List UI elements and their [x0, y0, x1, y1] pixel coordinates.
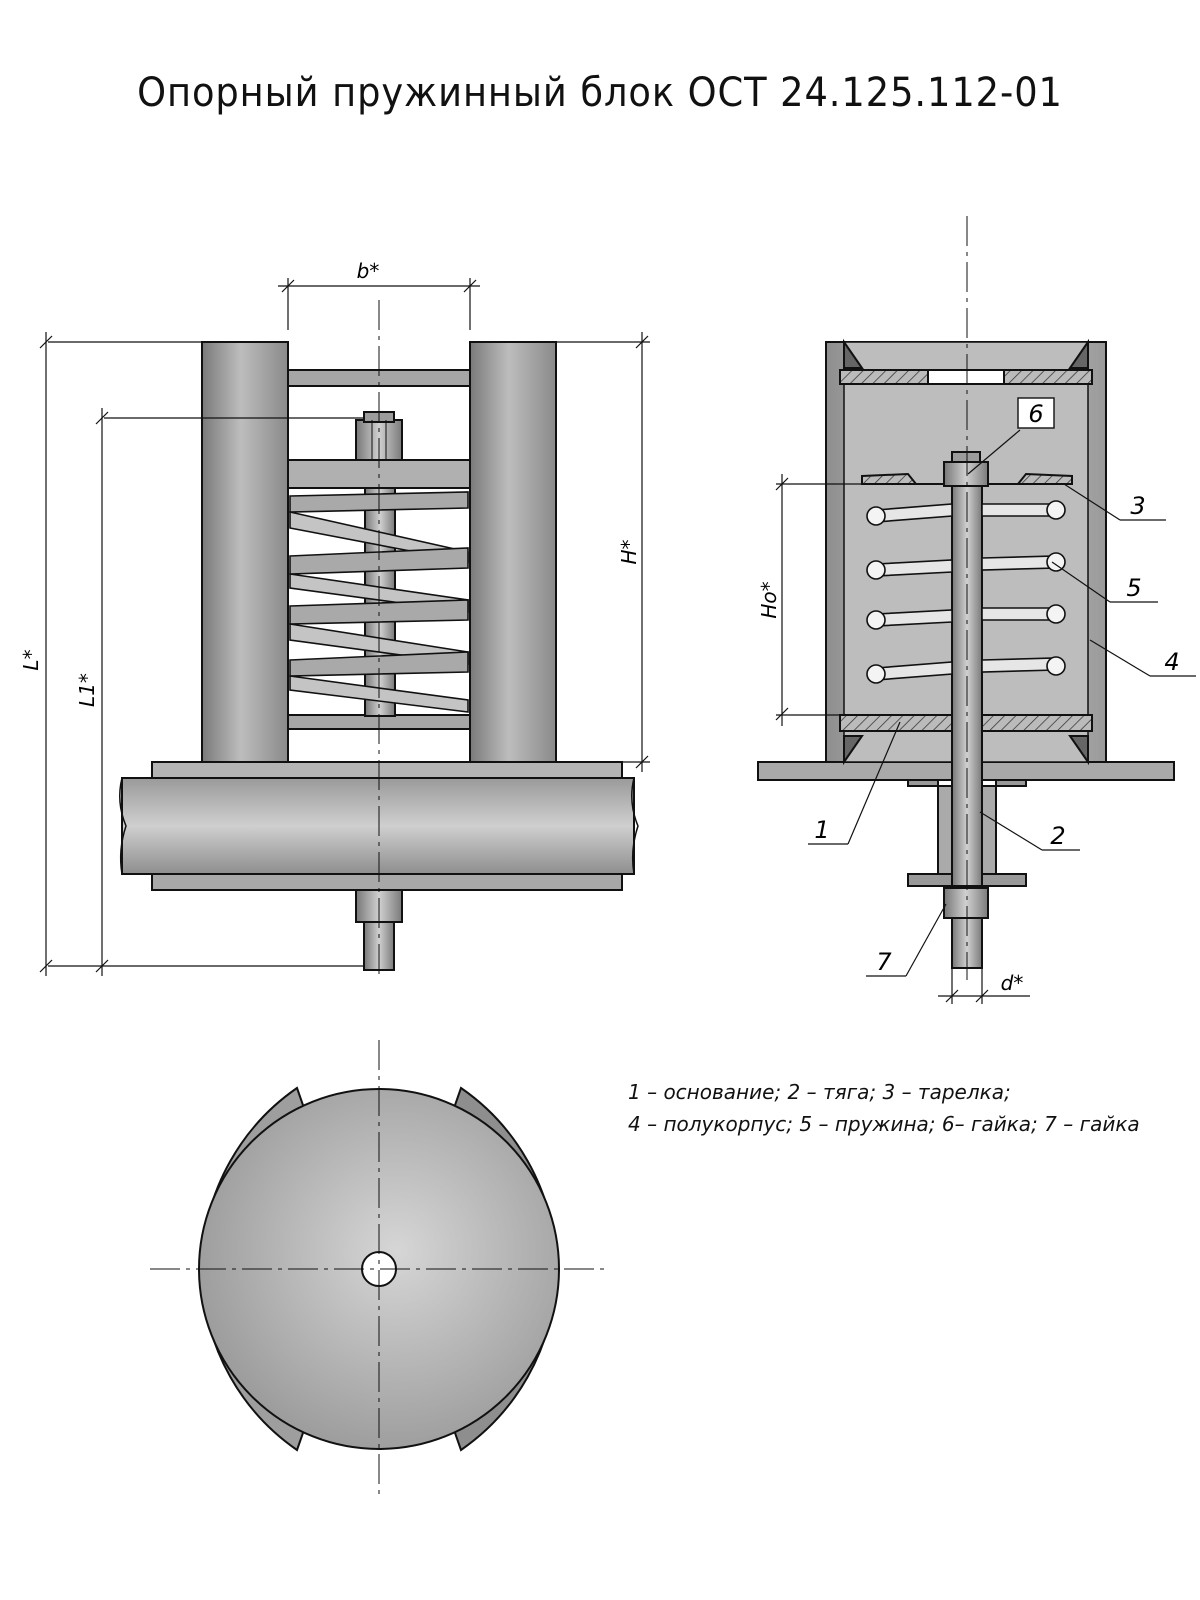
callout-5: 5 — [1126, 574, 1141, 602]
spring-section — [866, 500, 1066, 684]
housing-post-right — [469, 341, 557, 763]
plan-view — [150, 1040, 606, 1500]
nut-7 — [943, 887, 989, 919]
dim-H-label: H* — [617, 539, 641, 564]
callout-6-box — [1017, 397, 1055, 429]
front-view-dimensions — [39, 278, 650, 976]
dim-b-label: b* — [357, 259, 380, 283]
nut-6 — [943, 461, 989, 487]
callout-1: 1 — [814, 816, 829, 844]
drawing-title: Опорный пружинный блок ОСТ 24.125.112-01 — [137, 70, 1063, 116]
ibeam-section — [907, 779, 1027, 887]
dim-d-label: d* — [1001, 971, 1024, 995]
callout-6: 6 — [1028, 400, 1043, 428]
callout-3: 3 — [1130, 492, 1145, 520]
section-view-annotations — [775, 429, 1196, 1004]
section-view — [757, 216, 1175, 980]
support-beam — [151, 761, 623, 779]
housing-post-left — [201, 341, 289, 763]
front-view — [119, 300, 639, 980]
plate-3 — [861, 472, 1073, 485]
legend-line-2: 4 – полукорпус; 5 – пружина; 6– гайка; 7… — [628, 1112, 1140, 1136]
callout-4: 4 — [1164, 648, 1179, 676]
callout-2: 2 — [1050, 822, 1065, 850]
callout-7: 7 — [876, 948, 892, 976]
dim-L1-label: L1* — [75, 673, 99, 707]
dim-L-label: L* — [19, 649, 43, 670]
dim-Ho-label: Ho* — [757, 581, 781, 618]
legend-line-1: 1 – основание; 2 – тяга; 3 – тарелка; — [628, 1080, 1011, 1104]
